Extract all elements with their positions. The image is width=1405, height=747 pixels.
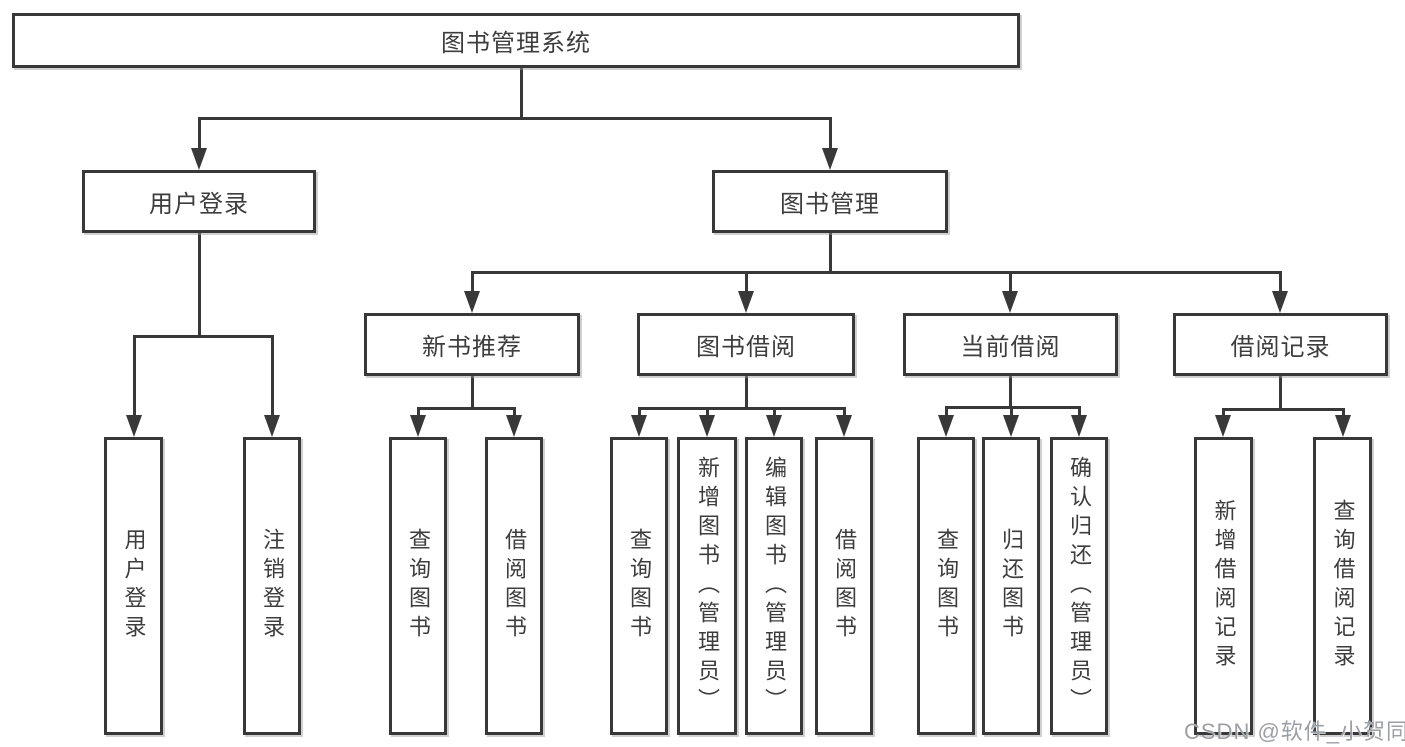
arrowhead-to-record-query [1335, 415, 1351, 437]
leaf-borrow-query-books: 查询图书 [610, 437, 668, 735]
leaf-recommend-borrow-books-label: 借阅图书 [502, 528, 527, 644]
arrow-to-recommend-borrow-shaft [513, 407, 516, 419]
connector-user-login-bar [133, 335, 274, 338]
arrow-to-recommend-query-shaft [417, 407, 420, 419]
leaf-borrow-edit-books-admin: 编辑图书（管理员） [745, 437, 803, 735]
connector-borrow-record-stem [1279, 374, 1282, 411]
leaf-borrow-add-books-admin-label: 新增图书（管理员） [695, 455, 720, 717]
arrowhead-to-book-management [822, 148, 838, 170]
leaf-borrow-borrow-books-label: 借阅图书 [832, 528, 857, 644]
arrowhead-to-recommend-borrow [506, 415, 522, 437]
connector-root-bar [198, 117, 832, 120]
leaf-logout: 注销登录 [243, 437, 301, 735]
connector-new-book-stem [471, 374, 474, 410]
arrowhead-to-borrow-edit [766, 415, 782, 437]
arrow-to-book-management-shaft [829, 117, 832, 152]
node-book-borrow: 图书借阅 [637, 313, 855, 376]
arrow-to-record-query-shaft [1342, 408, 1345, 419]
leaf-borrow-borrow-books: 借阅图书 [815, 437, 873, 735]
arrow-to-book-borrow-shaft [745, 271, 748, 295]
arrowhead-to-borrow-query [631, 415, 647, 437]
node-borrow-record-label: 借阅记录 [1230, 334, 1331, 361]
arrow-to-current-return-shaft [1010, 406, 1013, 419]
arrowhead-to-book-borrow [738, 291, 754, 313]
arrowhead-to-new-book-recommend [464, 291, 480, 313]
arrowhead-to-recommend-query [410, 415, 426, 437]
arrowhead-to-record-add [1215, 415, 1231, 437]
leaf-record-query-borrow-record: 查询借阅记录 [1313, 437, 1372, 735]
arrow-to-borrow-query-shaft [638, 407, 641, 419]
arrow-to-borrow-edit-shaft [773, 407, 776, 419]
node-user-login-label: 用户登录 [149, 191, 249, 218]
leaf-user-login: 用户登录 [104, 437, 163, 735]
node-book-management-label: 图书管理 [780, 191, 880, 218]
leaf-current-confirm-return-admin-label: 确认归还（管理员） [1067, 455, 1092, 717]
arrowhead-to-leaf-user-login [126, 415, 142, 437]
leaf-current-query-books-label: 查询图书 [934, 528, 959, 644]
arrowhead-to-current-query [938, 415, 954, 437]
connector-user-login-stem [198, 231, 201, 338]
leaf-borrow-query-books-label: 查询图书 [627, 528, 652, 644]
leaf-user-login-label: 用户登录 [121, 528, 147, 644]
arrow-to-leaf-logout-shaft [271, 335, 274, 418]
leaf-record-add-borrow-record-label: 新增借阅记录 [1211, 499, 1237, 673]
leaf-current-confirm-return-admin: 确认归还（管理员） [1050, 437, 1108, 735]
node-new-book-recommend-label: 新书推荐 [422, 334, 522, 361]
arrowhead-to-current-return [1003, 415, 1019, 437]
leaf-borrow-add-books-admin: 新增图书（管理员） [677, 437, 737, 735]
csdn-watermark: CSDN @软件_小贺同学 [1184, 719, 1405, 744]
arrow-to-current-borrow-shaft [1009, 271, 1012, 295]
connector-book-borrow-stem [745, 374, 748, 410]
arrowhead-to-current-confirm [1071, 415, 1087, 437]
node-new-book-recommend: 新书推荐 [364, 313, 580, 376]
node-current-borrow: 当前借阅 [903, 313, 1118, 376]
connector-book-borrow-bar [638, 407, 845, 410]
leaf-record-query-borrow-record-label: 查询借阅记录 [1330, 499, 1356, 673]
node-current-borrow-label: 当前借阅 [960, 334, 1061, 361]
leaf-record-add-borrow-record: 新增借阅记录 [1194, 437, 1253, 735]
arrowhead-to-leaf-logout [264, 415, 280, 437]
connector-book-management-bar [471, 271, 1281, 274]
arrow-to-record-add-shaft [1222, 408, 1225, 419]
leaf-recommend-query-books-label: 查询图书 [406, 528, 431, 644]
node-book-management-system: 图书管理系统 [12, 13, 1020, 68]
node-borrow-record: 借阅记录 [1173, 313, 1388, 376]
arrow-to-current-query-shaft [945, 406, 948, 419]
connector-book-management-stem [829, 231, 832, 274]
leaf-current-return-books: 归还图书 [982, 437, 1040, 735]
leaf-current-return-books-label: 归还图书 [999, 528, 1024, 644]
arrow-to-current-confirm-shaft [1078, 406, 1081, 419]
leaf-recommend-query-books: 查询图书 [389, 437, 447, 735]
connector-borrow-record-bar [1222, 408, 1344, 411]
node-user-login: 用户登录 [82, 170, 316, 233]
node-book-management: 图书管理 [712, 170, 948, 233]
arrow-to-leaf-user-login-shaft [133, 335, 136, 418]
node-book-management-system-label: 图书管理系统 [441, 30, 591, 57]
connector-current-borrow-stem [1009, 374, 1012, 409]
arrowhead-to-user-login [191, 148, 207, 170]
arrow-to-new-book-recommend-shaft [471, 271, 474, 295]
node-book-borrow-label: 图书借阅 [696, 334, 796, 361]
leaf-borrow-edit-books-admin-label: 编辑图书（管理员） [762, 455, 787, 717]
arrowhead-to-current-borrow [1002, 291, 1018, 313]
arrowhead-to-borrow-record [1272, 291, 1288, 313]
arrow-to-user-login-shaft [198, 117, 201, 152]
connector-root-stem [520, 66, 523, 120]
connector-new-book-bar [417, 407, 516, 410]
leaf-recommend-borrow-books: 借阅图书 [485, 437, 543, 735]
arrowhead-to-borrow-borrow [836, 415, 852, 437]
leaf-current-query-books: 查询图书 [917, 437, 975, 735]
arrow-to-borrow-record-shaft [1279, 271, 1282, 295]
arrow-to-borrow-borrow-shaft [843, 407, 846, 419]
leaf-logout-label: 注销登录 [260, 528, 285, 644]
arrowhead-to-borrow-add [699, 415, 715, 437]
arrow-to-borrow-add-shaft [706, 407, 709, 419]
